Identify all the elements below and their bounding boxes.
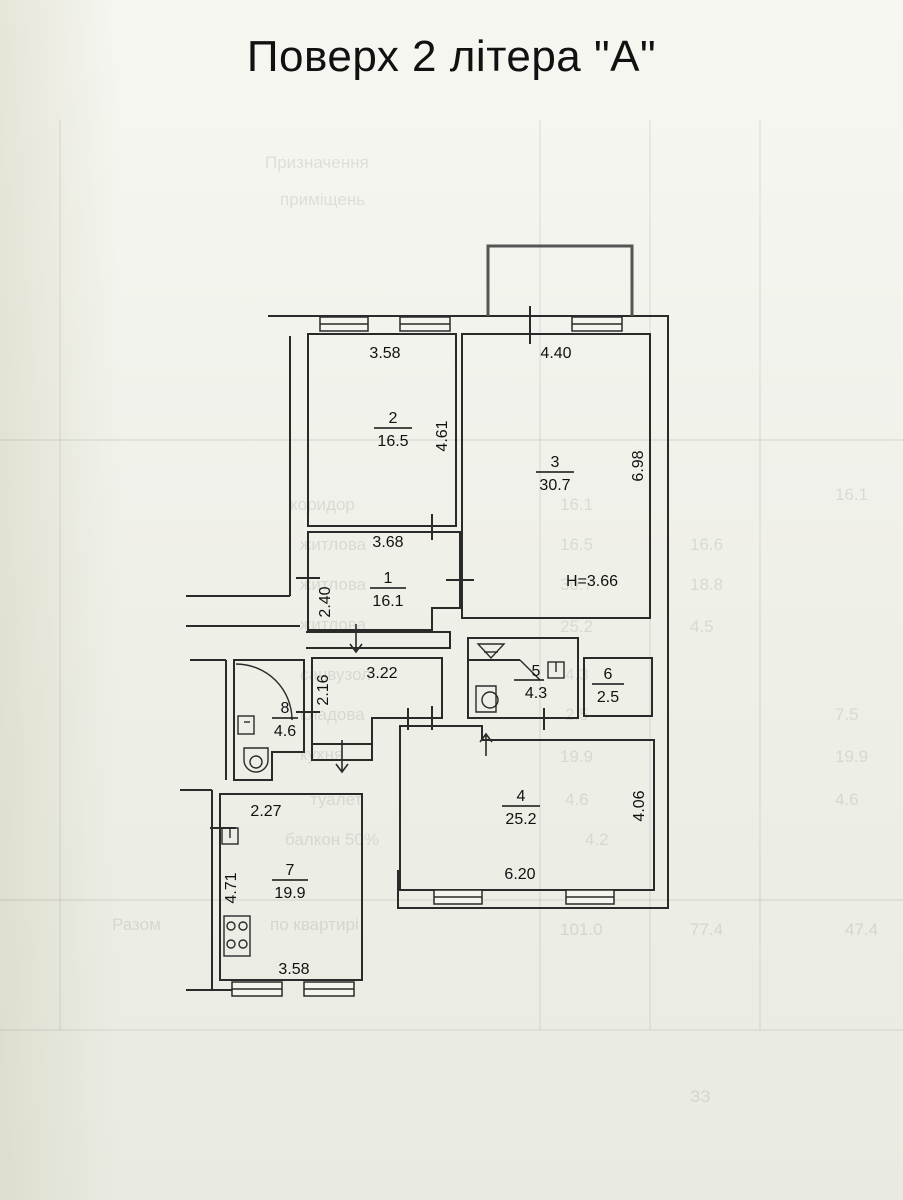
dimension-room3-depth: 6.98	[630, 450, 647, 481]
stair-landing	[306, 631, 451, 649]
ghost-text: 2.5	[565, 705, 589, 724]
room-1-area: 16.1	[372, 593, 403, 610]
room-4-area: 25.2	[505, 811, 536, 828]
room-2-number: 2	[389, 410, 398, 427]
shower-arc-icon	[235, 663, 293, 721]
dimension-room7-depth: 4.71	[223, 872, 240, 903]
room-7-outline	[219, 793, 363, 981]
ceiling-height: H=3.66	[566, 573, 618, 590]
fixtures	[221, 643, 565, 957]
balcony-outline	[486, 244, 634, 316]
bathtub-icon	[476, 643, 506, 660]
outer-wall	[180, 336, 300, 991]
dimension-room4-width: 6.20	[504, 866, 535, 883]
ghost-text: 16.6	[690, 535, 723, 554]
ghost-text: житлова	[300, 535, 367, 554]
arrow-down-icon	[335, 740, 349, 774]
dimension-hall-depth: 2.16	[315, 674, 332, 705]
ghost-text: кухня	[300, 745, 343, 764]
dimension-room1-depth: 2.40	[317, 586, 334, 617]
ghost-text: 16.1	[560, 495, 593, 514]
ghost-text: 4.2	[585, 830, 609, 849]
room-labels: 2 16.5 3 30.7 1 16.1 4 25.2 5 4.3 6 2.5 …	[274, 410, 619, 902]
room-8-number: 8	[281, 700, 290, 717]
stove-icon	[223, 915, 251, 957]
ghost-text: туалет	[310, 790, 363, 809]
ghost-text: кладова	[300, 705, 365, 724]
room-5-area: 4.3	[525, 685, 547, 702]
room-4-number: 4	[517, 788, 526, 805]
outer-wall	[268, 315, 669, 909]
ghost-text: приміщень	[280, 190, 365, 209]
room-7-number: 7	[286, 862, 295, 879]
ghost-text: по квартирі	[270, 915, 359, 934]
sink-icon	[237, 715, 255, 735]
room-8-outline	[233, 659, 305, 781]
ghost-text: 4.6	[835, 790, 859, 809]
ghost-text: Призначення	[265, 153, 369, 172]
room-6-number: 6	[604, 666, 613, 683]
room-fraction-bars	[272, 427, 624, 881]
room-5-number: 5	[532, 663, 541, 680]
ghost-text: 101.0	[560, 920, 603, 939]
room-3-number: 3	[551, 454, 560, 471]
ghost-text: Разом	[112, 915, 161, 934]
ghost-text: коридор	[290, 495, 355, 514]
dimension-hall-width: 3.22	[366, 665, 397, 682]
ghost-text: санвузол	[300, 665, 371, 684]
arrow-up-icon	[479, 732, 493, 756]
ghost-text: житлова	[300, 575, 367, 594]
toilet-icon	[475, 685, 497, 713]
toilet-icon	[243, 747, 269, 773]
dimension-room2-depth: 4.61	[434, 420, 451, 451]
ghost-text: 25.2	[560, 617, 593, 636]
windows	[231, 316, 623, 997]
room-1-number: 1	[384, 570, 393, 587]
dimension-room4-depth: 4.06	[631, 790, 648, 821]
ghost-text: 30.7	[560, 575, 593, 594]
arrows	[335, 624, 493, 774]
ghost-text: 16.5	[560, 535, 593, 554]
arrow-down-icon	[349, 624, 363, 654]
ghost-text: 4.5	[690, 617, 714, 636]
dimension-labels: 3.58 4.40 4.61 6.98 3.68 2.40 3.22 2.16 …	[223, 345, 648, 978]
dimension-room1-width: 3.68	[372, 534, 403, 551]
ghost-text: 4.6	[565, 790, 589, 809]
dimension-room7-width-top: 2.27	[250, 803, 281, 820]
dimension-room7-width-bottom: 3.58	[278, 961, 309, 978]
dimension-room2-width: 3.58	[369, 345, 400, 362]
floor-title: Поверх 2 літера "А"	[246, 32, 657, 81]
ghost-text: 47.4	[845, 920, 878, 939]
doors	[210, 306, 545, 829]
room-3-area: 30.7	[539, 477, 570, 494]
ghost-text: 18.8	[690, 575, 723, 594]
ghost-text: 19.9	[835, 747, 868, 766]
room-7-area: 19.9	[274, 885, 305, 902]
ghost-text: 77.4	[690, 920, 723, 939]
walls	[180, 244, 669, 991]
room-5-outline	[467, 637, 579, 719]
room-2-area: 16.5	[377, 433, 408, 450]
room-3-outline	[461, 333, 651, 619]
room-6-area: 2.5	[597, 689, 619, 706]
room-8-area: 4.6	[274, 723, 296, 740]
ghost-text: 19.9	[560, 747, 593, 766]
room-6-outline	[583, 657, 653, 717]
room-2-outline	[307, 333, 457, 527]
ghost-text: 4.3	[565, 665, 589, 684]
ghost-text: 16.1	[835, 485, 868, 504]
ghost-text: ЗЗ	[690, 1087, 711, 1106]
room-1-outline	[307, 531, 461, 631]
dimension-room3-width: 4.40	[540, 345, 571, 362]
ghost-text: балкон 50%	[285, 830, 379, 849]
ghost-text: 7.5	[835, 705, 859, 724]
bleed-through-table: Призначення приміщень коридор житлова жи…	[0, 120, 903, 1106]
